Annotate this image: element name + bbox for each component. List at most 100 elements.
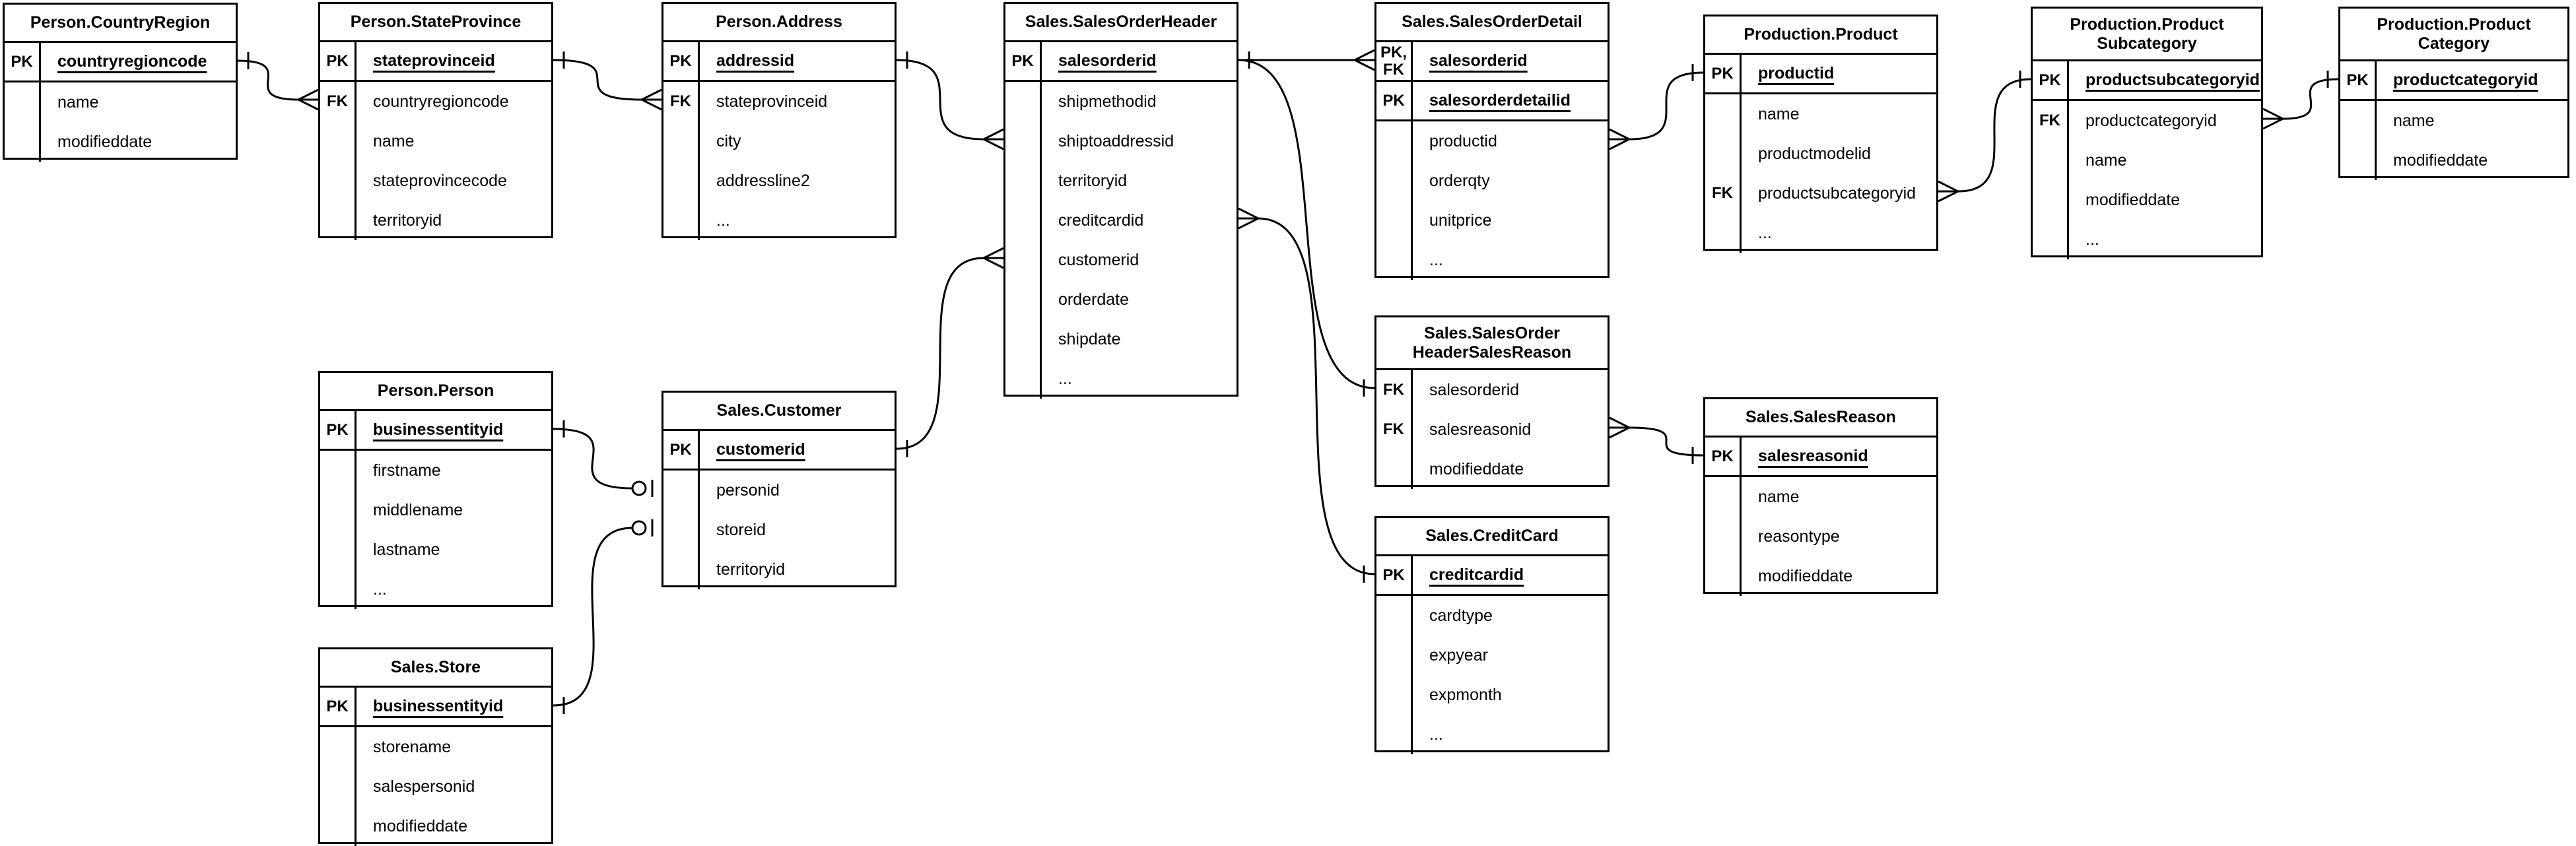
table-title: Sales.SalesOrder HeaderSalesReason: [1376, 317, 1608, 370]
connector-sales-salesorderdetail-production-product: [1609, 64, 1704, 150]
column-row-modifieddate: modifieddate: [1705, 556, 1936, 596]
column-row-name: name: [320, 121, 551, 161]
connector-sales-salesorderheader-sales-salesorderdetail: [1238, 49, 1375, 71]
key-badge: PK: [1711, 447, 1734, 465]
column-name: reasontype: [1758, 527, 1840, 546]
column-name: businessentityid: [373, 420, 504, 439]
column-row-modifieddate: modifieddate: [2033, 180, 2261, 220]
table-title: Sales.Customer: [663, 393, 895, 431]
column-row-businessentityid: PK businessentityid: [320, 688, 551, 727]
column-name: personid: [716, 480, 780, 500]
column-row-stateprovincecode: stateprovincecode: [320, 161, 551, 201]
column-row-shipdate: shipdate: [1005, 319, 1237, 359]
key-badge: PK, FK: [1380, 43, 1407, 79]
crow-foot-marker: [1938, 180, 1961, 203]
column-name: salesorderid: [1429, 51, 1528, 70]
column-name: addressid: [716, 51, 795, 70]
column-row-city: city: [663, 121, 895, 161]
column-row-personid: personid: [663, 471, 895, 510]
column-name: name: [2085, 150, 2127, 170]
column-name: name: [1758, 104, 1800, 123]
column-name: expmonth: [1429, 685, 1502, 704]
column-row-modifieddate: modifieddate: [320, 806, 551, 846]
column-name: countryregioncode: [57, 52, 207, 71]
key-badge: FK: [2039, 112, 2060, 129]
column-name: productsubcategoryid: [1758, 183, 1916, 203]
column-name: lastname: [373, 540, 440, 559]
column-name: cardtype: [1429, 606, 1493, 625]
column-row-name: name: [2340, 101, 2567, 141]
column-name: ...: [373, 579, 387, 599]
column-name: shipmethodid: [1058, 92, 1157, 111]
column-row-storeid: storeid: [663, 510, 895, 550]
column-name: productsubcategoryid: [2085, 71, 2260, 89]
column-row-territoryid: territoryid: [320, 201, 551, 240]
column-name: creditcardid: [1058, 211, 1144, 230]
column-name: name: [57, 92, 99, 112]
column-name: productcategoryid: [2085, 111, 2217, 130]
column-row-storename: storename: [320, 727, 551, 767]
column-row-name: name: [1705, 94, 1936, 134]
column-name: shiptoaddressid: [1058, 131, 1174, 150]
key-column-divider: [39, 43, 41, 162]
column-name: productid: [1758, 64, 1835, 82]
column-row-middlename: middlename: [320, 490, 551, 530]
column-row-orderdate: orderdate: [1005, 280, 1237, 319]
relationship-line: [2282, 78, 2339, 120]
connector-person-stateprovince-person-address: [553, 51, 662, 111]
key-badge: FK: [1383, 420, 1404, 438]
column-name: modifieddate: [1758, 566, 1853, 585]
column-row-productcategoryid: FK productcategoryid: [2033, 101, 2261, 141]
column-name: ...: [2085, 230, 2099, 249]
column-name: stateprovincecode: [373, 171, 507, 190]
crow-foot-marker: [1238, 207, 1261, 230]
key-badge: PK: [669, 51, 692, 70]
table-title: Sales.SalesOrderHeader: [1005, 4, 1237, 42]
column-name: ...: [716, 211, 730, 230]
column-row-orderqty: orderqty: [1376, 161, 1608, 201]
key-badge: PK: [326, 697, 349, 715]
column-name: businessentityid: [373, 697, 504, 715]
key-column-divider: [698, 431, 700, 589]
key-badge: FK: [670, 92, 691, 110]
table-title: Sales.SalesOrderDetail: [1376, 4, 1608, 42]
column-name: territoryid: [373, 211, 442, 230]
column-row-territoryid: territoryid: [663, 550, 895, 589]
column-row-modifieddate: modifieddate: [2340, 141, 2567, 180]
column-name: addressline2: [716, 171, 810, 190]
key-badge: FK: [1383, 381, 1404, 399]
column-row-cardtype: cardtype: [1376, 596, 1608, 635]
table-title: Person.StateProvince: [320, 4, 551, 42]
column-name: modifieddate: [373, 816, 468, 835]
column-name: customerid: [1058, 250, 1139, 269]
relationship-line: [1629, 426, 1704, 457]
table-title: Person.CountryRegion: [5, 5, 236, 43]
column-name: salespersonid: [373, 777, 475, 796]
column-name: countryregioncode: [373, 92, 509, 111]
column-name: territoryid: [1058, 171, 1128, 190]
key-column-divider: [1411, 370, 1413, 489]
column-row-more: ...: [1005, 359, 1237, 399]
key-column-divider: [355, 688, 356, 846]
